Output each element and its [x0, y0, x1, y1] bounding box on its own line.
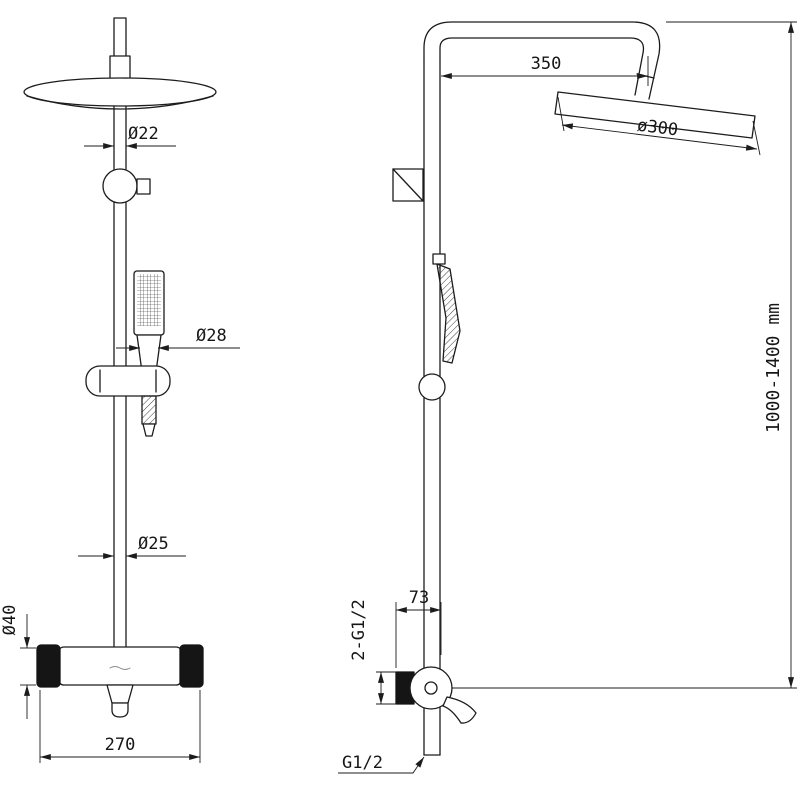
- mixer-spout-tip: [111, 702, 129, 718]
- mixer-knob-left: [36, 644, 61, 688]
- slider-joint-side: [418, 373, 446, 401]
- side-view: [392, 21, 756, 756]
- riser-pipe-side: [423, 61, 441, 756]
- rain-head-front: [23, 77, 217, 107]
- dim-label-arm-reach: 350: [531, 54, 562, 74]
- dim-label-head-diameter: ø300: [636, 116, 679, 141]
- dimension-annotations: Ø22 Ø28 Ø25 Ø40 270 350 ø300 1000-1: [0, 21, 797, 774]
- hand-shower-hook: [432, 253, 446, 265]
- mixer-spout-side: [442, 696, 477, 724]
- hand-shower-spray-grid: [137, 274, 161, 326]
- dim-label-hand-shower-diameter: Ø28: [196, 326, 227, 346]
- dim-label-height-range: 1000-1400 mm: [763, 303, 784, 433]
- diverter-joint: [102, 168, 138, 204]
- dim-label-wall-offset: 73: [409, 588, 429, 608]
- dim-label-outlet-thread: G1/2: [342, 753, 383, 773]
- hand-shower-side: [436, 263, 461, 364]
- dim-label-mixer-width: 270: [105, 735, 136, 755]
- mixer-body-front: [57, 646, 183, 686]
- mixer-axis: [424, 681, 438, 695]
- mixer-spout-front: [106, 684, 134, 704]
- slider-bracket-detail: [99, 369, 157, 393]
- dim-label-head-pipe-diameter: Ø22: [128, 124, 159, 144]
- riser-pipe-front: [113, 202, 127, 649]
- ext-300-right: [752, 120, 761, 156]
- diverter-handle: [136, 178, 151, 195]
- hose-connector: [141, 395, 157, 425]
- mixer-knob-right: [179, 644, 204, 688]
- hose-nut: [142, 423, 156, 437]
- front-view: [23, 17, 217, 718]
- wall-bracket-detail: [392, 168, 424, 202]
- rain-head-rim: [26, 95, 214, 110]
- head-collar: [109, 55, 131, 81]
- dim-label-inlet-connections: 2-G1/2: [349, 599, 369, 660]
- arm-outer: [423, 21, 661, 100]
- slider-bracket: [85, 365, 171, 397]
- dim-label-riser-diameter: Ø25: [138, 534, 169, 554]
- arm-inner: [439, 37, 645, 96]
- dim-line-head-diameter: [561, 123, 758, 151]
- riser-upper: [113, 105, 127, 170]
- dim-label-mixer-body-diameter: Ø40: [0, 605, 20, 636]
- brand-mark: [109, 666, 131, 670]
- leader-outlet-thread: [338, 756, 425, 774]
